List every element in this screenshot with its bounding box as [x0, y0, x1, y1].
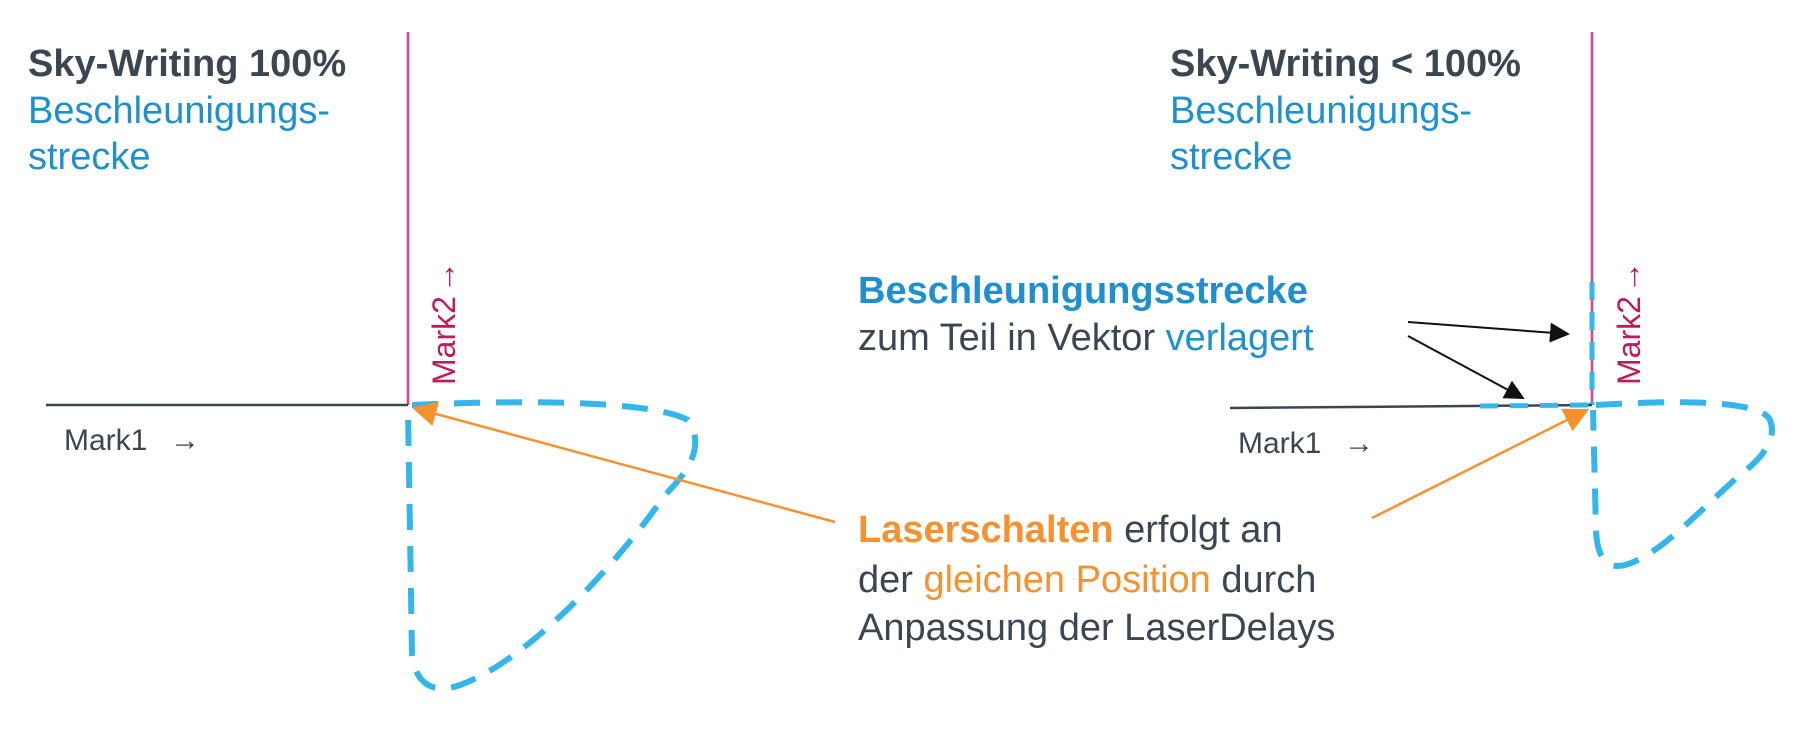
left-accel-line1: Beschleunigungs-: [28, 90, 330, 132]
shift-arrow-lower: [1407, 335, 1525, 399]
arrow-right-icon: →: [1344, 427, 1374, 460]
right-title: Sky-Writing < 100%: [1170, 43, 1521, 85]
left-panel: Sky-Writing 100% Beschleunigungs- streck…: [28, 32, 699, 692]
arrow-right-icon: →: [1611, 261, 1647, 293]
right-mark1-text: Mark1: [1238, 427, 1321, 460]
right-accel-line1: Beschleunigungs-: [1170, 90, 1472, 132]
left-title: Sky-Writing 100%: [28, 43, 346, 85]
laser-annotation-line3: Anpassung der LaserDelays: [858, 607, 1335, 649]
laser-annotation-bold: Laserschalten: [858, 509, 1114, 551]
arrow-right-icon: →: [426, 261, 462, 293]
left-mark1-label: Mark1 →: [64, 424, 200, 457]
right-mark2-label: Mark2 →: [1611, 261, 1647, 385]
arrow-right-icon: →: [170, 424, 200, 457]
right-horizontal-accel-segment: [1479, 402, 1591, 409]
right-panel: Sky-Writing < 100% Beschleunigungs- stre…: [858, 32, 1775, 569]
left-skywriting-loop: [405, 399, 699, 692]
shift-annotation: Beschleunigungsstrecke zum Teil in Vekto…: [858, 270, 1314, 359]
laser-annotation-rest1: erfolgt an: [1114, 509, 1283, 551]
shift-arrow-upper: [1407, 321, 1570, 343]
laser-annotation-line2: der gleichen Position durch: [858, 559, 1316, 601]
left-mark1-text: Mark1: [64, 424, 147, 457]
laser-annotation: Laserschalten erfolgt an der gleichen Po…: [858, 509, 1335, 649]
laser-annotation-prefix2: der: [858, 559, 923, 601]
right-mark2-text: Mark2: [1611, 296, 1647, 385]
left-accel-line2: strecke: [28, 136, 150, 178]
left-mark2-label: Mark2 →: [426, 261, 462, 385]
laser-arrow-right: [1371, 408, 1590, 520]
laser-arrow-left: [411, 401, 836, 524]
laser-annotation-line1: Laserschalten erfolgt an: [858, 509, 1283, 551]
shift-annotation-title: Beschleunigungsstrecke: [858, 270, 1308, 312]
laser-annotation-highlight: gleichen Position: [923, 559, 1210, 601]
right-mark1-label: Mark1 →: [1238, 427, 1374, 460]
right-accel-line2: strecke: [1170, 136, 1292, 178]
right-skywriting-loop: [1590, 399, 1775, 569]
laser-annotation-rest2: durch: [1211, 559, 1317, 601]
shift-annotation-highlight: verlagert: [1166, 317, 1314, 359]
right-mark1-line: [1229, 403, 1593, 410]
shift-annotation-prefix: zum Teil in Vektor: [858, 317, 1166, 359]
shift-annotation-line2: zum Teil in Vektor verlagert: [858, 317, 1314, 359]
left-mark2-text: Mark2: [426, 296, 462, 385]
